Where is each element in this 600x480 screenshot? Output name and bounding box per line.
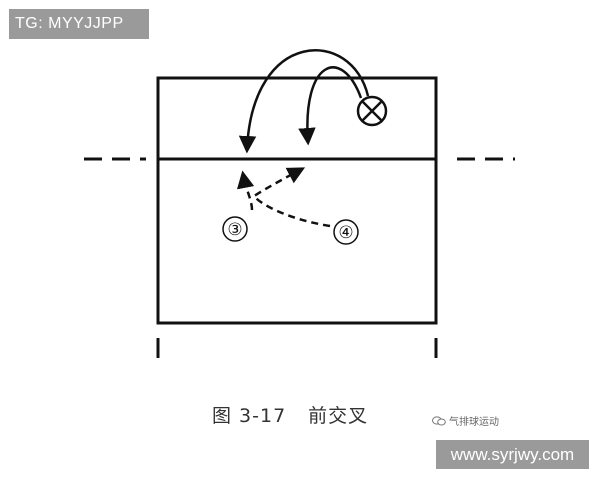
figure-title: 前交叉 [308, 405, 369, 427]
pass-arrow-outer [238, 49, 370, 154]
player-3-label: ④ [338, 223, 353, 243]
wechat-icon [432, 416, 446, 426]
watermark-top: TG: MYYJJPP [9, 9, 149, 39]
run-arrow-player-3 [252, 167, 331, 228]
figure-number: 图 3-17 [212, 405, 287, 427]
court-outline [156, 76, 438, 325]
run-arrow-player-4 [236, 170, 255, 211]
pass-arrow-inner [298, 66, 363, 146]
watermark-bottom: www.syrjwy.com [436, 440, 589, 469]
player-3-marker: ④ [333, 219, 359, 245]
circled-x-icon [356, 95, 388, 127]
player-4-marker: ③ [222, 216, 248, 242]
player-4-label: ③ [227, 220, 242, 240]
wechat-source: 气排球运动 [432, 413, 499, 428]
wechat-source-label: 气排球运动 [449, 417, 499, 428]
figure-caption: 图 3-17 前交叉 [212, 401, 368, 428]
